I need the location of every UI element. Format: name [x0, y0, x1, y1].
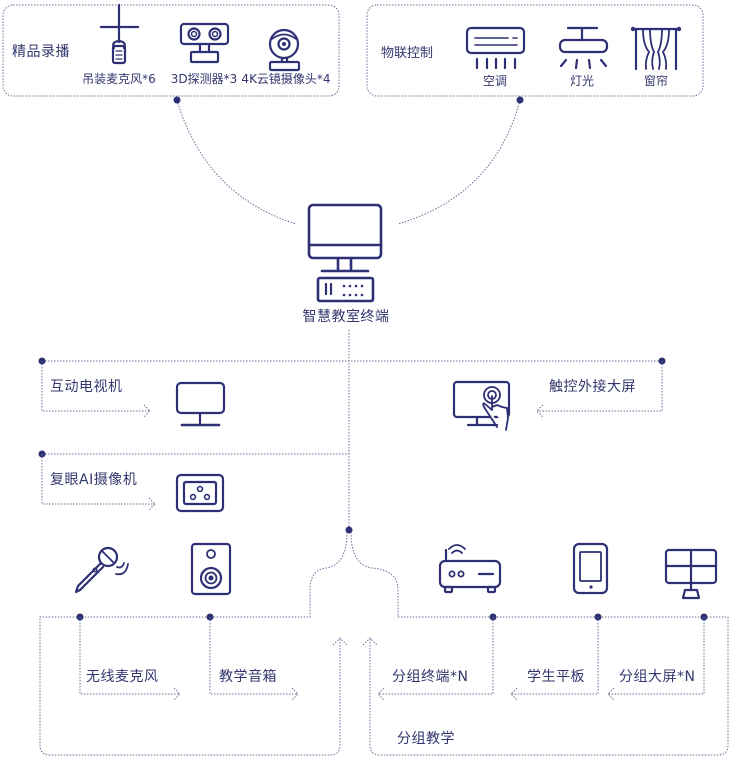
iot-connector-dot [516, 96, 524, 104]
speaker-icon [190, 542, 232, 596]
recording-connector [176, 99, 297, 225]
display-wall-icon [664, 548, 718, 600]
group-display-label: 分组大屏*N [619, 669, 696, 685]
desktop-computer-icon [307, 203, 383, 303]
curtain-label: 窗帘 [643, 74, 669, 88]
wireless-microphone-icon [74, 546, 129, 594]
group-teaching-title: 分组教学 [397, 731, 455, 747]
3d-detector-label: 3D探测器*3 [170, 72, 238, 86]
webcam-icon [268, 28, 301, 72]
speaker-branch [209, 617, 298, 695]
fork-dot [345, 526, 353, 534]
touch-branch [537, 361, 663, 412]
iot-group-title: 物联控制 [381, 46, 434, 61]
touch-screen-label: 触控外接大屏 [549, 379, 636, 395]
tablet-branch [511, 617, 599, 695]
right-loop [350, 531, 729, 756]
recording-connector-dot [173, 96, 181, 104]
air-conditioner-icon [465, 26, 526, 70]
iot-group-box [366, 4, 704, 97]
tablet-icon [572, 542, 609, 595]
center-terminal-label: 智慧教室终端 [302, 309, 390, 325]
speaker-label: 教学音箱 [219, 669, 277, 685]
student-tablet-label: 学生平板 [527, 669, 585, 685]
hanging-microphone-label: 吊装麦克风*6 [82, 72, 156, 86]
3d-detector-icon [179, 22, 230, 64]
display-wall-branch [608, 617, 705, 695]
touch-screen-icon [452, 380, 511, 431]
left-up-arrow [332, 637, 348, 646]
ceiling-light-label: 灯光 [569, 74, 595, 88]
router-branch [378, 617, 494, 695]
recording-group-box [2, 4, 340, 97]
wireless-mic-label: 无线麦克风 [86, 669, 159, 685]
ceiling-light-icon [558, 26, 609, 70]
left-loop [39, 531, 348, 756]
recording-group-title: 精品录播 [12, 44, 70, 60]
router-icon [438, 544, 502, 594]
ai-camera-icon [175, 473, 225, 513]
right-up-arrow [362, 637, 378, 646]
ai-camera-label: 复眼AI摄像机 [50, 472, 138, 488]
hanging-microphone-icon [99, 3, 140, 65]
webcam-label: 4K云镜摄像头*4 [241, 72, 331, 86]
curtain-icon [630, 26, 682, 71]
air-conditioner-label: 空调 [482, 74, 508, 88]
monitor-icon [175, 381, 226, 427]
group-terminal-label: 分组终端*N [392, 669, 469, 685]
tv-label: 互动电视机 [50, 379, 123, 395]
iot-connector [397, 99, 521, 225]
